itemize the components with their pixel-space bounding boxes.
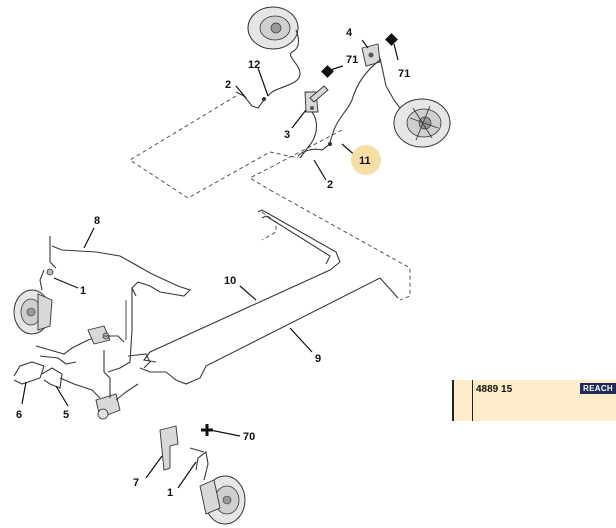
callout-3: 3 — [284, 129, 290, 141]
callout-2: 2 — [225, 79, 231, 91]
callout-5: 5 — [63, 409, 69, 421]
callout-71: 71 — [346, 54, 358, 66]
rear-drum-right — [393, 98, 451, 148]
rear-drum-left — [247, 6, 300, 53]
callout-71: 71 — [398, 68, 410, 80]
panel-divider — [472, 380, 473, 421]
front-left-disc — [13, 268, 54, 335]
main-pipes — [127, 209, 399, 385]
bracket-right — [361, 43, 381, 67]
reference-code: 4889 15 — [476, 384, 513, 395]
callout-70: 70 — [243, 431, 255, 443]
abs-cluster — [13, 325, 139, 420]
callout-4: 4 — [346, 27, 353, 39]
front-right-disc — [189, 447, 246, 525]
callout-9: 9 — [315, 353, 321, 365]
callout-11: 11 — [359, 155, 371, 167]
bracket-7 — [159, 425, 179, 471]
callout-7: 7 — [133, 477, 139, 489]
callout-1: 1 — [80, 285, 86, 297]
callout-6: 6 — [16, 409, 22, 421]
reach-badge: REACH — [580, 383, 616, 394]
bracket-left — [304, 85, 329, 113]
pipe-8 — [49, 236, 192, 373]
rear-pipes — [235, 51, 401, 159]
callout-highlight — [351, 145, 381, 175]
reference-panel: 4889 15 REACH — [452, 380, 616, 421]
callout-10: 10 — [224, 275, 236, 287]
black-square-icon — [321, 65, 334, 78]
callout-1: 1 — [167, 487, 173, 499]
callout-12: 12 — [248, 59, 260, 71]
dashed-pipe-routing — [129, 95, 411, 301]
callout-2: 2 — [327, 179, 333, 191]
callouts: 4 71 71 12 2 3 11 2 8 1 10 9 6 5 70 7 1 — [16, 27, 410, 499]
black-square-icon — [385, 33, 398, 46]
callout-8: 8 — [94, 215, 100, 227]
leader-lines — [21, 39, 399, 489]
